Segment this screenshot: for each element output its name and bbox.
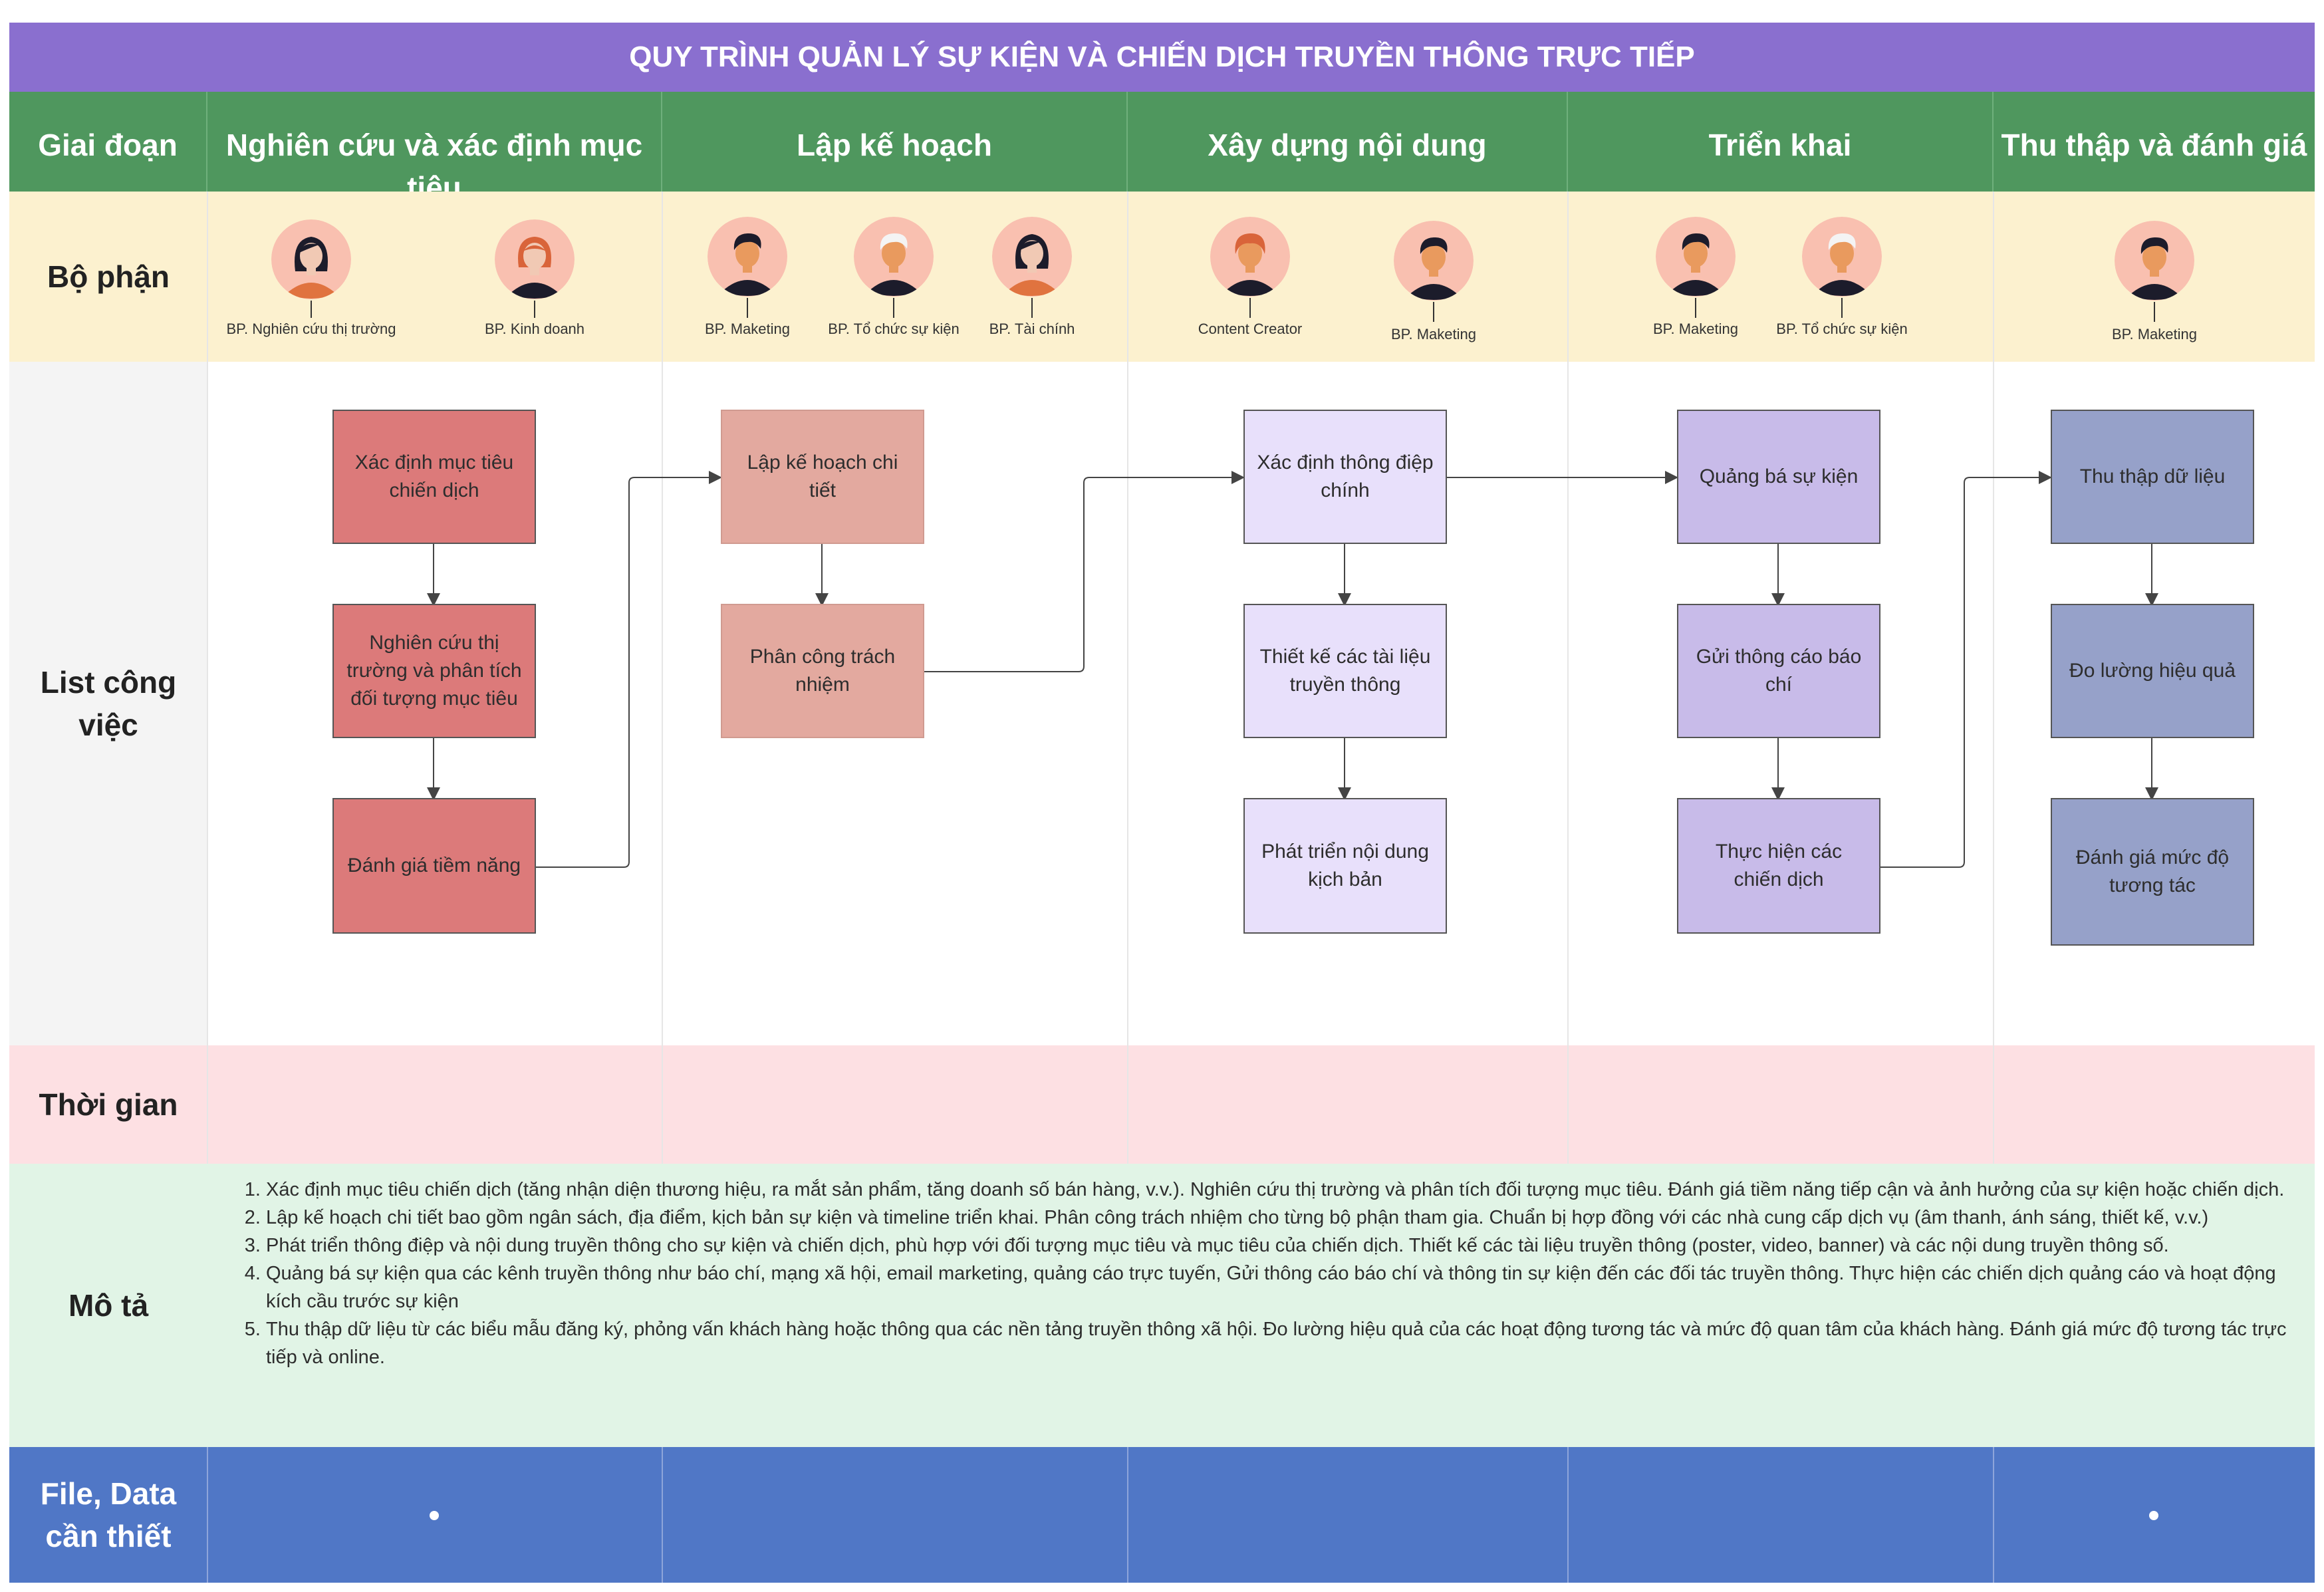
man-white-hair-avatar-icon <box>854 217 934 297</box>
phase-header-deploy: Triển khai <box>1568 92 1994 192</box>
column-divider <box>662 192 663 1164</box>
pointer-line <box>1249 298 1251 318</box>
woman-avatar-icon <box>992 217 1072 297</box>
time-row <box>9 1045 2315 1164</box>
pointer-line <box>311 301 312 318</box>
task-box: Quảng bá sự kiện <box>1677 410 1880 544</box>
column-divider <box>1567 192 1569 1164</box>
dept-label: BP. Kinh doanh <box>484 321 585 337</box>
man-white-hair-avatar-icon <box>1802 217 1882 297</box>
task-box: Xác định mục tiêu chiến dịch <box>332 410 536 544</box>
description-item: Xác định mục tiêu chiến dịch (tăng nhận … <box>266 1176 2307 1204</box>
column-divider <box>1127 192 1128 1164</box>
man-avatar-icon <box>2115 221 2194 301</box>
phase-header-content: Xây dựng nội dung <box>1128 92 1568 192</box>
description-item: Lập kế hoạch chi tiết bao gồm ngân sách,… <box>266 1204 2307 1232</box>
column-divider <box>1127 1447 1128 1583</box>
column-divider <box>1993 1447 1994 1583</box>
pointer-line <box>1695 298 1696 318</box>
pointer-line <box>1841 298 1843 318</box>
task-box: Đo lường hiệu quả <box>2051 604 2254 738</box>
row-label-desc: Mô tả <box>68 1288 149 1323</box>
task-box: Lập kế hoạch chi tiết <box>721 410 924 544</box>
column-divider <box>662 1447 663 1583</box>
pointer-line <box>1433 302 1434 322</box>
dept-label: BP. Maketing <box>704 321 790 337</box>
man-avatar-icon <box>708 217 787 297</box>
files-row <box>9 1447 2315 1583</box>
description-list: Xác định mục tiêu chiến dịch (tăng nhận … <box>239 1176 2307 1371</box>
row-label-dept: Bộ phận <box>47 259 170 294</box>
phase-header-evaluate: Thu thập và đánh giá <box>1994 92 2315 192</box>
description-item: Phát triển thông điệp và nội dung truyền… <box>266 1232 2307 1260</box>
page-title: QUY TRÌNH QUẢN LÝ SỰ KIỆN VÀ CHIẾN DỊCH … <box>9 23 2315 92</box>
dept-label: BP. Tài chính <box>989 321 1075 337</box>
description-item: Quảng bá sự kiện qua các kênh truyền thô… <box>266 1260 2307 1315</box>
man-avatar-icon <box>1394 221 1474 301</box>
bullet-icon <box>430 1511 439 1520</box>
dept-row <box>9 192 2315 362</box>
dept-label: BP. Maketing <box>1652 321 1738 337</box>
task-box: Phát triển nội dung kịch bản <box>1243 798 1447 934</box>
phase-header-planning: Lập kế hoạch <box>662 92 1128 192</box>
pointer-line <box>893 298 894 318</box>
desc-row <box>9 1164 2315 1447</box>
task-box: Nghiên cứu thị trường và phân tích đối t… <box>332 604 536 738</box>
pointer-line <box>2154 302 2155 322</box>
dept-label: BP. Maketing <box>2111 326 2197 342</box>
phase-header-research: Nghiên cứu và xác định mục tiêu <box>207 92 662 192</box>
pointer-line <box>1031 298 1033 318</box>
task-box: Xác định thông điệp chính <box>1243 410 1447 544</box>
woman-orange-hair-avatar-icon <box>495 219 575 299</box>
column-divider <box>1567 1447 1569 1583</box>
dept-label: BP. Tổ chức sự kiện <box>1776 321 1908 337</box>
pointer-line <box>747 298 748 318</box>
tasks-row-label-bg <box>9 362 207 1045</box>
dept-label: BP. Tổ chức sự kiện <box>828 321 960 337</box>
task-box: Thực hiện các chiến dịch <box>1677 798 1880 934</box>
man-orange-hair-avatar-icon <box>1210 217 1290 297</box>
dept-label: BP. Nghiên cứu thị trường <box>226 321 396 337</box>
task-box: Thiết kế các tài liệu truyền thông <box>1243 604 1447 738</box>
column-divider <box>207 192 208 1164</box>
pointer-line <box>534 301 535 318</box>
bullet-icon <box>2149 1511 2158 1520</box>
row-label-phase: Giai đoạn <box>9 92 207 192</box>
row-label-time: Thời gian <box>39 1087 178 1122</box>
task-box: Đánh giá mức độ tương tác <box>2051 798 2254 946</box>
task-box: Phân công trách nhiệm <box>721 604 924 738</box>
task-box: Thu thập dữ liệu <box>2051 410 2254 544</box>
task-box: Gửi thông cáo báo chí <box>1677 604 1880 738</box>
description-item: Thu thập dữ liệu từ các biểu mẫu đăng ký… <box>266 1315 2307 1371</box>
woman-avatar-icon <box>271 219 351 299</box>
dept-label: BP. Maketing <box>1390 326 1476 342</box>
column-divider <box>207 1447 208 1583</box>
task-box: Đánh giá tiềm năng <box>332 798 536 934</box>
row-label-tasks: List công việc <box>40 665 177 742</box>
column-divider <box>1993 192 1994 1164</box>
man-avatar-icon <box>1656 217 1736 297</box>
dept-label: Content Creator <box>1198 321 1303 337</box>
row-label-files: File, Data cần thiết <box>40 1476 177 1553</box>
